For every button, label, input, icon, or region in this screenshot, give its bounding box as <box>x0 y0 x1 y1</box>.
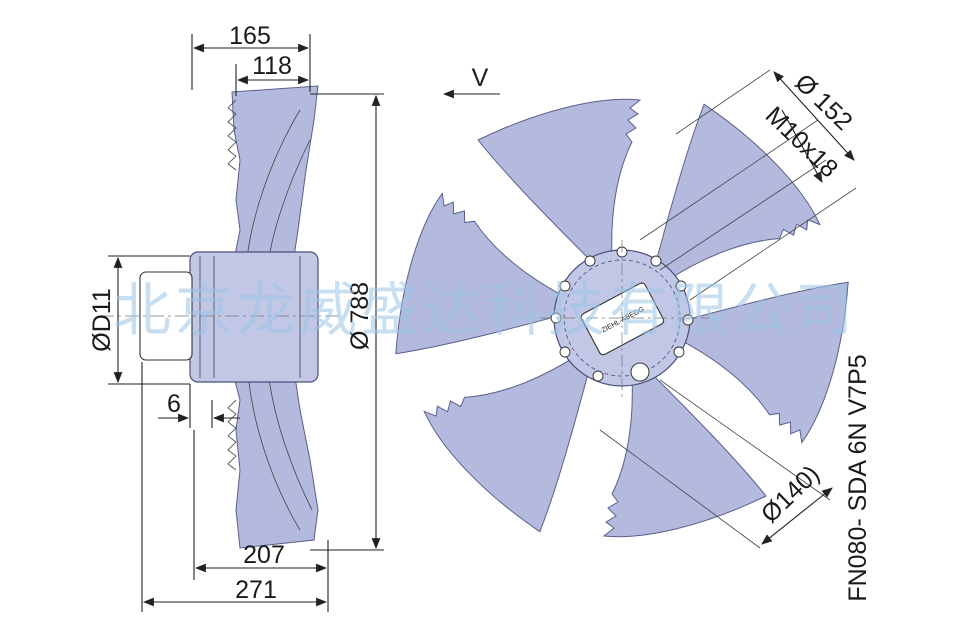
dim-140: Ø140) <box>756 460 825 528</box>
front-blade <box>673 281 849 444</box>
dim-207: 207 <box>243 541 285 569</box>
dim-271: 271 <box>235 576 277 604</box>
dim-118: 118 <box>252 52 292 80</box>
view-label: V <box>472 64 489 92</box>
motor-cap <box>139 271 193 361</box>
model-code: FN080- SDA 6N V7P5 <box>844 354 872 601</box>
side-view: 165 118 Ø 788 ØD11 6 207 271 <box>88 22 384 612</box>
front-blade <box>651 103 821 280</box>
front-blade <box>395 192 571 355</box>
dim-165: 165 <box>229 22 271 50</box>
dim-6: 6 <box>167 390 181 418</box>
cable-gland <box>630 362 650 382</box>
company-watermark: 北京龙威盛达科技有限公司 <box>113 276 857 344</box>
dim-d11: ØD11 <box>88 288 116 351</box>
front-blade <box>423 356 593 533</box>
terminal-box: ZIEHL-ABEGG <box>580 282 665 356</box>
front-blade <box>477 98 642 271</box>
front-blades <box>395 98 849 538</box>
front-blade <box>602 365 767 538</box>
side-blade-lower <box>231 369 319 549</box>
dim-788: Ø 788 <box>346 282 374 350</box>
bolt-holes <box>550 246 694 382</box>
side-blade-upper <box>231 85 319 271</box>
